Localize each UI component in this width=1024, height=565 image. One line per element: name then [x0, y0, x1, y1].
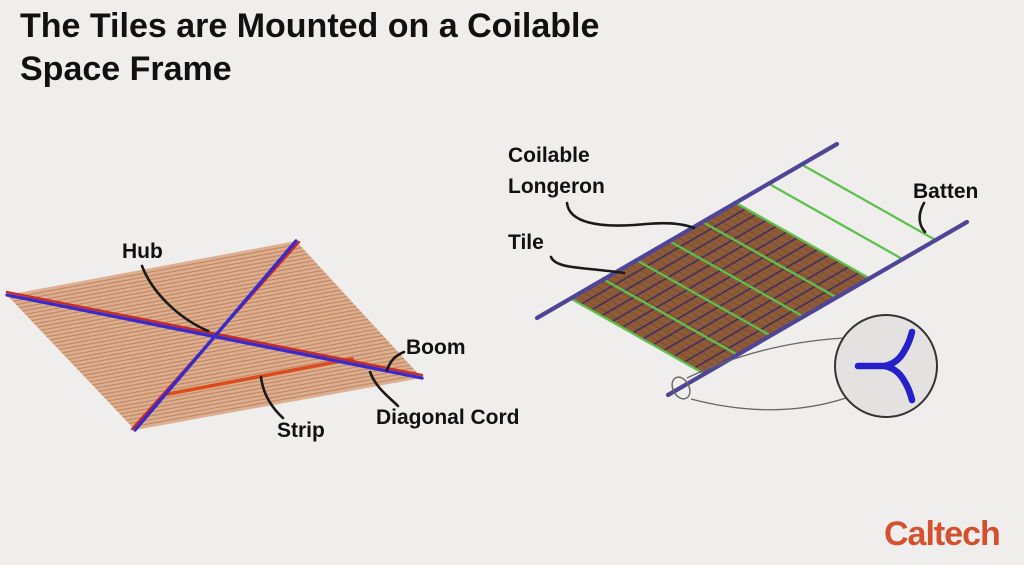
coilable-longeron-lower	[665, 219, 970, 398]
batten-label: Batten	[913, 180, 979, 203]
tile-grid-lines	[576, 205, 864, 371]
coilable-longeron-upper	[534, 141, 840, 321]
coilable-longeron-leader-line	[565, 201, 696, 230]
boom-leader-line	[385, 350, 406, 372]
callout-line-lower	[690, 397, 847, 411]
magnifier-source-loop	[671, 376, 691, 400]
hub-leader-line	[140, 264, 210, 333]
strip-leader-line	[259, 375, 285, 420]
battens	[570, 163, 937, 375]
slide-title-line2: Space Frame	[20, 50, 232, 88]
membrane-strips	[9, 243, 420, 428]
tile-leader-line	[549, 255, 626, 275]
slide-title-line1: The Tiles are Mounted on a Coilable	[20, 7, 600, 45]
space-frame-diagram	[5, 239, 424, 432]
boom-vertical	[133, 239, 298, 432]
boom-label: Boom	[406, 336, 466, 359]
longeron-cross-section-icon	[854, 328, 916, 404]
hub-label: Hub	[122, 240, 163, 263]
strip-label: Strip	[277, 419, 325, 442]
tile-label: Tile	[508, 231, 544, 254]
diagonal-cord-label: Diagonal Cord	[376, 406, 520, 429]
tile-strip-diagram	[534, 141, 970, 418]
coilable-longeron-label: Coilable Longeron	[508, 144, 605, 198]
batten-leader-line	[918, 201, 927, 234]
diagonal-cord-leader-line	[368, 370, 400, 408]
callout-line-upper	[686, 337, 845, 379]
slide-title: The Tiles are Mounted on a Coilable Spac…	[20, 5, 599, 91]
diagonal-cord-horizontal	[5, 290, 424, 377]
caltech-logo: Caltech	[884, 515, 1001, 553]
